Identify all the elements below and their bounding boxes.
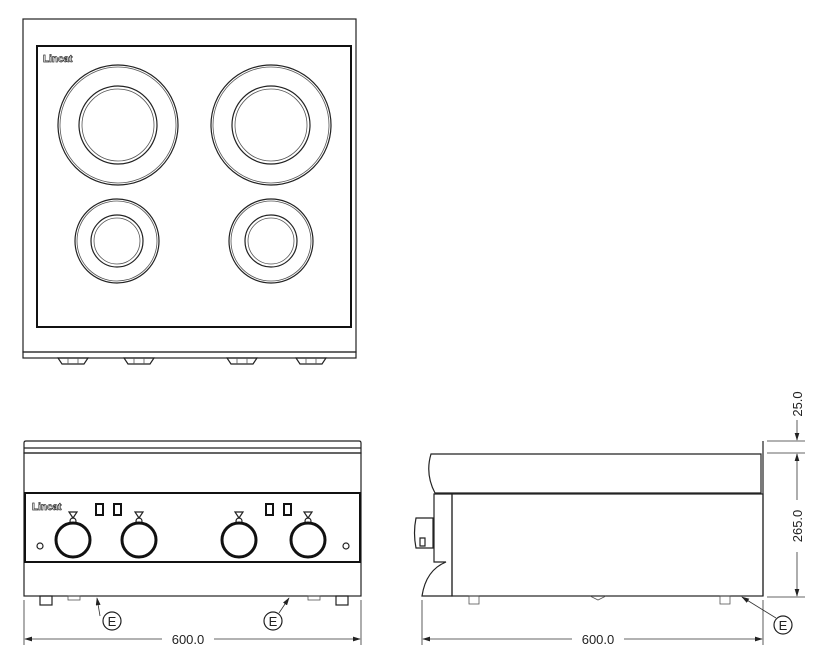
callout-circle [263,611,283,631]
burner-large-right [210,64,332,186]
front-view: Lincat 600.0 E E [23,440,362,647]
height-dimension: 265.0 [790,510,805,543]
front-knobs [54,511,327,559]
indicator-lights [36,503,350,550]
burner-large-left [57,64,179,186]
burner-small-right [228,198,314,284]
control-knob [289,511,327,559]
callout-label: E [779,618,788,633]
side-view: 25.0 265.0 600.0 E [413,391,805,647]
top-view: Lincat [22,18,357,365]
control-knob [220,511,258,559]
callout-circle [773,615,793,635]
top-outer-frame [22,18,357,353]
front-width-dimension: 600.0 [172,632,205,647]
front-logo: Lincat [32,502,62,513]
upstand-dimension: 25.0 [790,391,805,416]
hob-glass [36,45,352,328]
control-panel [24,492,361,563]
callout-circle [102,611,122,631]
side-depth-dimension: 600.0 [582,632,615,647]
burner-small-left [74,198,160,284]
callout-label: E [269,614,278,629]
top-knobs [56,357,328,365]
callout-label: E [108,614,117,629]
control-knob [54,511,92,559]
front-feet [39,595,349,606]
top-logo: Lincat [43,54,73,65]
control-knob [120,511,158,559]
front-edge [22,351,357,359]
